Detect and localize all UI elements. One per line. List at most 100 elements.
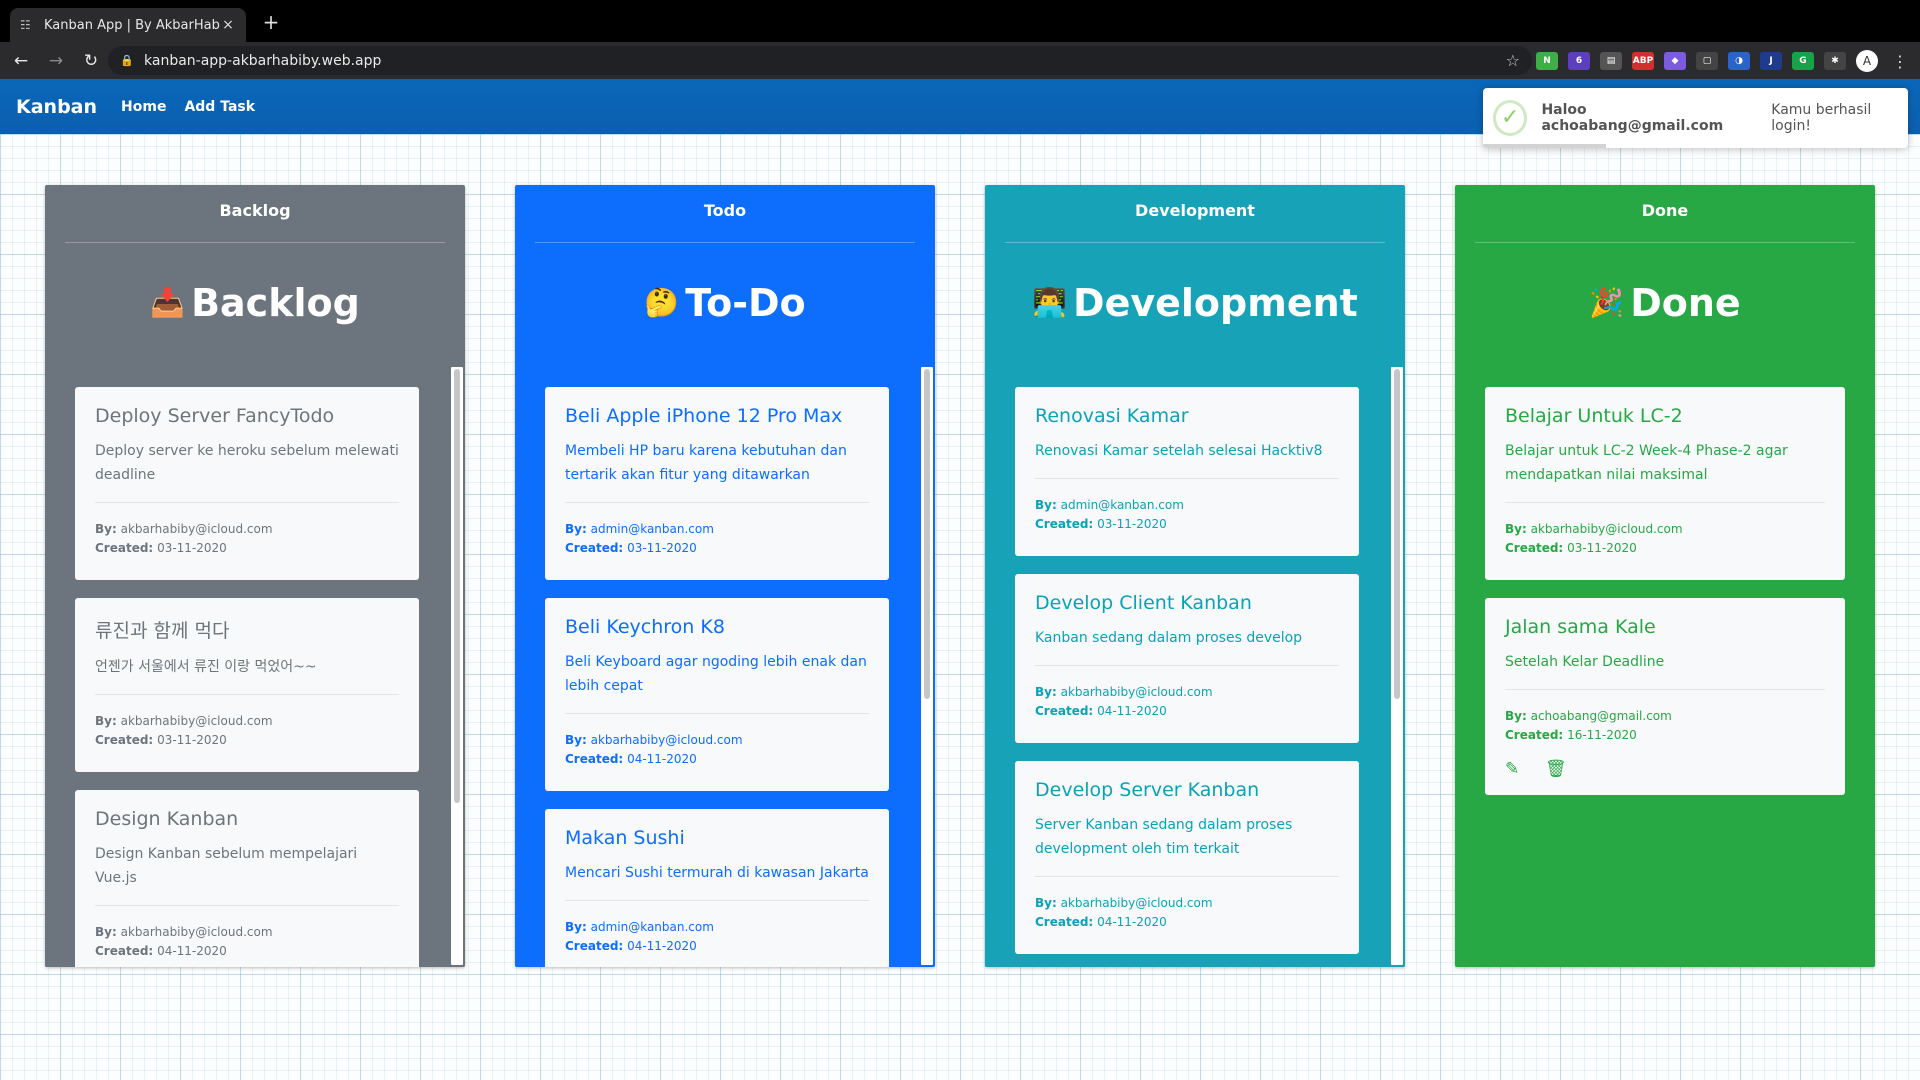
nav-link-add-task[interactable]: Add Task — [184, 98, 256, 115]
address-bar[interactable]: 🔒 kanban-app-akbarhabiby.web.app ☆ — [108, 46, 1532, 75]
extension-icon[interactable]: ▤ — [1600, 52, 1622, 70]
task-created: Created: 16-11-2020 — [1505, 726, 1825, 745]
extension-icon[interactable]: G — [1792, 52, 1814, 70]
task-description: Deploy server ke heroku sebelum melewati… — [95, 439, 399, 503]
created-date: 16-11-2020 — [1567, 728, 1637, 742]
bookmark-star-icon[interactable]: ☆ — [1505, 51, 1520, 70]
created-date: 03-11-2020 — [1097, 517, 1167, 531]
by-label: By: — [95, 714, 117, 728]
column-small-title: Todo — [703, 201, 747, 220]
column-divider — [1005, 242, 1385, 243]
author-email: akbarhabiby@icloud.com — [120, 925, 273, 939]
task-author: By: akbarhabiby@icloud.com — [95, 712, 399, 731]
profile-avatar[interactable]: A — [1856, 50, 1878, 72]
task-title: Beli Keychron K8 — [565, 616, 725, 638]
created-label: Created: — [95, 541, 154, 555]
column-scrollbar[interactable] — [921, 367, 933, 965]
task-created: Created: 04-11-2020 — [565, 750, 869, 769]
task-created: Created: 03-11-2020 — [565, 539, 869, 558]
nav-link-home[interactable]: Home — [121, 98, 167, 115]
trash-icon[interactable]: 🗑 — [1545, 759, 1567, 779]
author-email: admin@kanban.com — [590, 920, 714, 934]
reload-button[interactable]: ↻ — [83, 50, 99, 71]
created-label: Created: — [565, 939, 624, 953]
navbar-brand[interactable]: Kanban — [16, 95, 98, 118]
extension-icon[interactable]: ◆ — [1664, 52, 1686, 70]
task-title: Beli Apple iPhone 12 Pro Max — [565, 405, 843, 427]
task-description: Membeli HP baru karena kebutuhan dan ter… — [565, 439, 869, 503]
extension-icon[interactable]: J — [1760, 52, 1782, 70]
created-label: Created: — [565, 752, 624, 766]
column-scrollbar[interactable] — [1391, 367, 1403, 965]
created-label: Created: — [1505, 728, 1564, 742]
browser-menu-icon[interactable]: ⋮ — [1892, 51, 1908, 71]
extension-icon[interactable]: ▢ — [1696, 52, 1718, 70]
task-description: 언젠가 서울에서 류진 이랑 먹었어~~ — [95, 655, 399, 695]
task-title: Deploy Server FancyTodo — [95, 405, 335, 427]
task-created: Created: 03-11-2020 — [1505, 539, 1825, 558]
task-created: Created: 04-11-2020 — [1035, 913, 1339, 932]
forward-button[interactable]: → — [48, 50, 64, 71]
task-author: By: akbarhabiby@icloud.com — [95, 520, 399, 539]
task-description: Kanban sedang dalam proses develop — [1035, 626, 1339, 666]
column-title-text: Development — [1073, 281, 1358, 325]
new-tab-button[interactable]: + — [262, 10, 280, 34]
scrollbar-thumb[interactable] — [924, 369, 930, 699]
column-divider — [535, 242, 915, 243]
column-emoji-icon: 🤔 — [644, 286, 680, 319]
scrollbar-thumb[interactable] — [1394, 369, 1400, 699]
url-text[interactable]: kanban-app-akbarhabiby.web.app — [144, 52, 382, 69]
login-success-toast: ✓ Haloo achoabang@gmail.com Kamu berhasi… — [1483, 88, 1908, 148]
close-tab-icon[interactable]: × — [222, 17, 234, 33]
edit-icon[interactable]: ✎ — [1505, 759, 1520, 779]
created-date: 03-11-2020 — [157, 733, 227, 747]
extension-icon[interactable]: ◑ — [1728, 52, 1750, 70]
lock-icon: 🔒 — [120, 53, 134, 67]
created-label: Created: — [1035, 704, 1094, 718]
by-label: By: — [1505, 709, 1527, 723]
task-description: Server Kanban sedang dalam proses develo… — [1035, 813, 1339, 877]
task-description: Mencari Sushi termurah di kawasan Jakart… — [565, 861, 869, 901]
task-author: By: akbarhabiby@icloud.com — [1035, 683, 1339, 702]
created-label: Created: — [565, 541, 624, 555]
extension-icon[interactable]: 6 — [1568, 52, 1590, 70]
task-created: Created: 03-11-2020 — [95, 539, 399, 558]
extension-icon[interactable]: ✱ — [1824, 52, 1846, 70]
task-title: Belajar Untuk LC-2 — [1505, 405, 1683, 427]
task-title: Develop Server Kanban — [1035, 779, 1260, 801]
scrollbar-thumb[interactable] — [454, 369, 460, 803]
created-label: Created: — [1505, 541, 1564, 555]
back-button[interactable]: ← — [13, 50, 29, 71]
task-description: Renovasi Kamar setelah selesai Hacktiv8 — [1035, 439, 1339, 479]
task-description: Setelah Kelar Deadline — [1505, 650, 1825, 690]
extension-icon[interactable]: N — [1536, 52, 1558, 70]
created-date: 04-11-2020 — [627, 939, 697, 953]
created-date: 04-11-2020 — [1097, 704, 1167, 718]
created-date: 04-11-2020 — [627, 752, 697, 766]
task-title: Jalan sama Kale — [1505, 616, 1656, 638]
browser-tab[interactable]: ☷ Kanban App | By AkbarHabiby × — [10, 8, 246, 42]
column-scrollbar[interactable] — [451, 367, 463, 965]
task-actions: ✎🗑 — [1505, 745, 1825, 779]
by-label: By: — [1035, 685, 1057, 699]
extension-icon[interactable]: ABP — [1632, 52, 1654, 70]
